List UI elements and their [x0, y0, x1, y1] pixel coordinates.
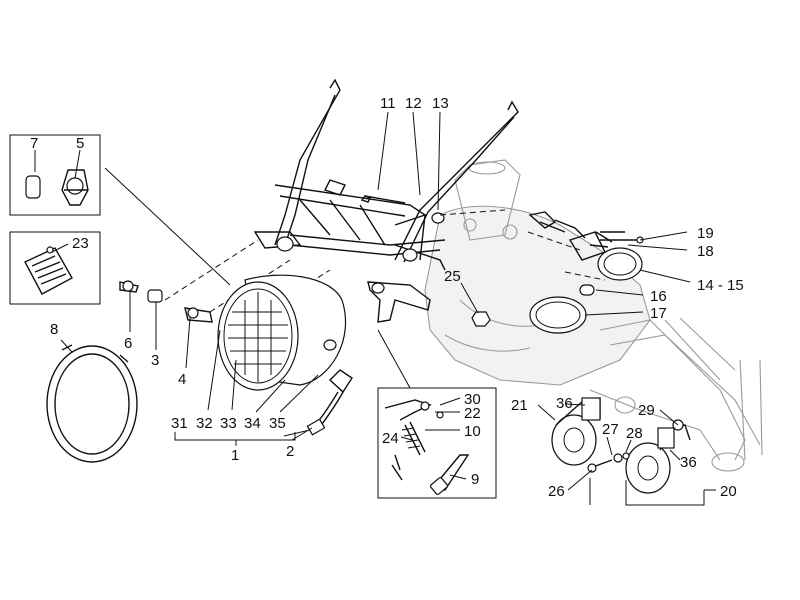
callout-2: 2 [286, 443, 294, 460]
callout-19: 19 [697, 225, 714, 242]
callout-11: 11 [380, 95, 396, 112]
callout-26: 26 [548, 483, 565, 500]
callout-21: 21 [511, 397, 528, 414]
callout-3: 3 [151, 352, 159, 369]
ghost-fairing [424, 159, 651, 386]
callout-36-left: 36 [556, 395, 573, 412]
callout-32: 32 [196, 415, 213, 432]
headlight-assembly [119, 274, 347, 391]
callout-34: 34 [244, 415, 261, 432]
callout-18: 18 [697, 243, 714, 260]
callout-17: 17 [650, 305, 667, 322]
callout-24: 24 [382, 430, 399, 447]
callout-33: 33 [220, 415, 237, 432]
callout-28: 28 [626, 425, 643, 442]
horn-assembly-right [625, 424, 691, 494]
headlight-bracket [253, 78, 519, 323]
horn-assembly-left [551, 397, 601, 466]
nut-25 [471, 311, 491, 327]
callout-4: 4 [178, 371, 186, 388]
callout-6: 6 [124, 335, 132, 352]
callout-25: 25 [444, 268, 461, 285]
reflector-inset-box [9, 231, 101, 305]
callout-16: 16 [650, 288, 667, 305]
callout-31: 31 [171, 415, 188, 432]
headlight-rim [46, 344, 138, 463]
callout-20: 20 [720, 483, 737, 500]
callout-36-right: 36 [680, 454, 697, 471]
wiring-connector [306, 369, 353, 436]
callout-27: 27 [602, 421, 619, 438]
bulb-inset-box [9, 134, 101, 216]
callout-1: 1 [231, 447, 239, 464]
callout-8: 8 [50, 321, 58, 338]
leader-lines [34, 111, 716, 506]
callout-29: 29 [638, 402, 655, 419]
ghost-rear-frame [589, 317, 763, 472]
callout-13: 13 [432, 95, 449, 112]
callout-14-15: 14 - 15 [697, 277, 744, 294]
callout-30: 30 [464, 391, 481, 408]
spring-inset-box [377, 387, 497, 499]
callout-7: 7 [30, 135, 38, 152]
callout-5: 5 [76, 135, 84, 152]
callout-23: 23 [72, 235, 89, 252]
callout-10: 10 [464, 423, 481, 440]
callout-12: 12 [405, 95, 422, 112]
callout-35: 35 [269, 415, 286, 432]
callout-labels: 7 5 23 8 6 3 4 31 32 33 34 35 1 2 11 12 … [30, 95, 744, 500]
callout-22: 22 [464, 405, 481, 422]
callout-9: 9 [471, 471, 479, 488]
